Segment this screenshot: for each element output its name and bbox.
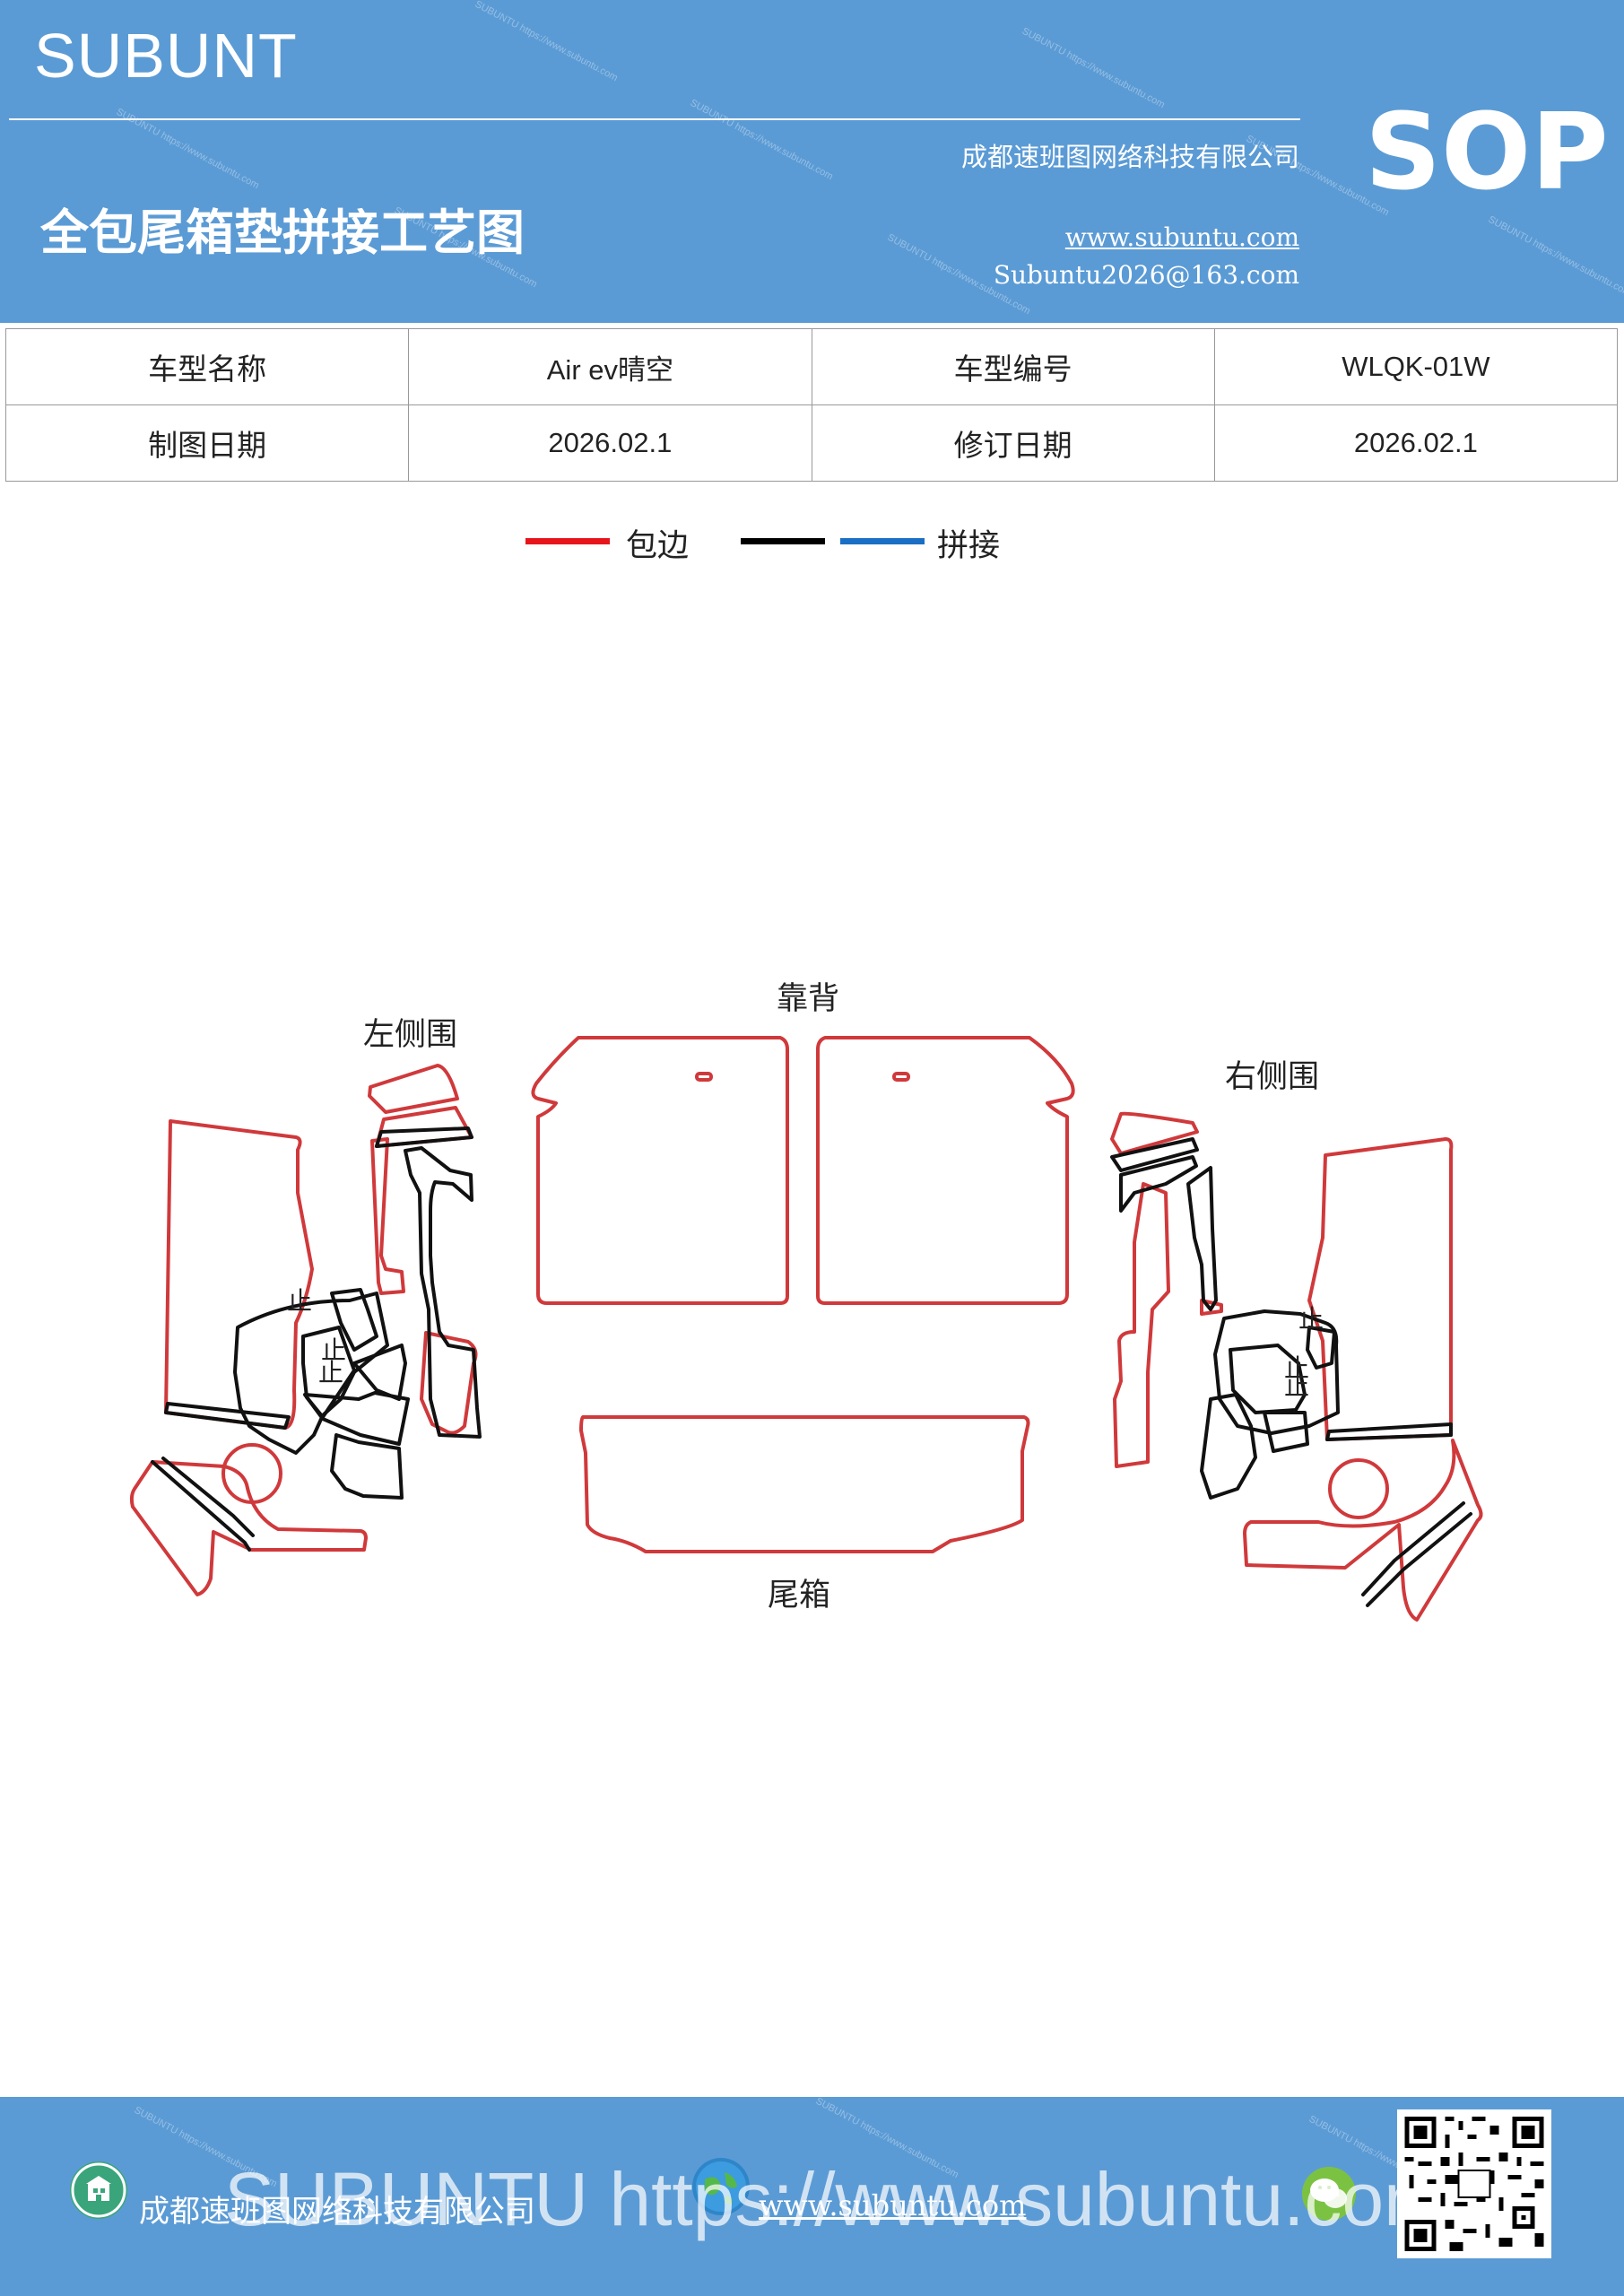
left-side-seam-inner-piece-c (330, 1288, 378, 1352)
model-code-value: WLQK-01W (1213, 328, 1619, 405)
stop-mark-left-3: 止 (318, 1358, 343, 1387)
trunk-floor-panel (579, 1415, 1030, 1553)
left-side-seam-bottom-strip (330, 1433, 404, 1500)
right-side-seam-top-2 (1119, 1155, 1198, 1213)
revise-date-value: 2026.02.1 (1213, 404, 1619, 482)
label-right-side-panel: 右侧围 (1225, 1059, 1320, 1095)
email-address: Subuntu2026@163.com (993, 260, 1299, 290)
right-side-lower-panel (1243, 1439, 1483, 1622)
left-side-seam-bottom (164, 1402, 291, 1430)
footer-company-name: 成都速班图网络科技有限公司 (139, 2194, 535, 2230)
building-icon (70, 2161, 127, 2219)
watermark-text: SUBUNTU https://www.subuntu.com (473, 0, 620, 84)
stop-mark-left-1: 止 (287, 1286, 312, 1316)
right-side-seam-inner-b (1213, 1309, 1340, 1435)
stop-mark-right-3: 止 (1284, 1371, 1309, 1401)
left-side-seam-inner-piece-e (352, 1344, 407, 1401)
left-side-connector-strip (370, 1137, 405, 1295)
watermark-text: SUBUNTU https://www.subuntu.com (688, 97, 835, 183)
left-side-seam-lower-diagonal (151, 1457, 255, 1552)
globe-icon (692, 2158, 750, 2215)
model-info-table: 车型名称 Air ev晴空 车型编号 WLQK-01W 制图日期 2026.02… (4, 328, 1619, 482)
revise-date-label: 修订日期 (811, 404, 1215, 482)
table-row: 制图日期 2026.02.1 修订日期 2026.02.1 (4, 404, 1619, 482)
left-side-seam-strip-2 (404, 1146, 482, 1439)
right-side-seam-inner-a (1186, 1166, 1218, 1311)
model-code-label: 车型编号 (811, 328, 1215, 405)
legend-swatch-seam (741, 538, 825, 544)
legend-swatch-splice (840, 538, 925, 544)
left-side-lower-panel (129, 1460, 368, 1596)
label-backrest: 靠背 (777, 981, 840, 1017)
right-side-top-flap (1110, 1111, 1199, 1155)
brand-logo-text: SUBUNT (34, 21, 298, 91)
mat-pattern-drawing: 止 止 止 止 止 止 (129, 1036, 1483, 1622)
right-side-seam-inner-d (1200, 1393, 1257, 1500)
right-side-connector-strip (1113, 1182, 1170, 1468)
backrest-left-hole (695, 1072, 713, 1082)
backrest-right-panel (816, 1036, 1075, 1305)
label-left-side-panel: 左侧围 (363, 1017, 458, 1053)
right-side-seam-inner-f (1306, 1326, 1336, 1370)
legend-label-splice: 拼接 (937, 528, 1001, 564)
watermark-text: SUBUNTU https://www.subuntu.com (1486, 213, 1624, 300)
legend-swatch-edge (525, 538, 610, 544)
left-side-top-flap (368, 1064, 459, 1114)
footer-watermark-text: SUBUNTU https://www.subuntu.com (224, 2157, 1447, 2241)
backrest-right-hole (892, 1072, 910, 1082)
header-banner: SUBUNTU https://www.subuntu.com SUBUNTU … (0, 0, 1624, 323)
right-side-seam-top-1 (1110, 1137, 1199, 1172)
legend: 包边 拼接 (0, 520, 1624, 574)
wechat-icon[interactable] (1302, 2167, 1356, 2221)
left-side-main-panel (164, 1119, 314, 1430)
draw-date-label: 制图日期 (4, 404, 410, 482)
left-side-wheel-hole (221, 1443, 282, 1504)
label-trunk: 尾箱 (768, 1578, 831, 1613)
left-side-lower-strip (420, 1331, 478, 1435)
watermark-text: SUBUNTU https://www.subuntu.com (1020, 25, 1167, 111)
footer-banner: SUBUNTU https://www.subuntu.com SUBUNTU … (0, 2097, 1624, 2296)
table-row: 车型名称 Air ev晴空 车型编号 WLQK-01W (4, 328, 1619, 405)
right-side-main-panel (1307, 1137, 1454, 1441)
company-name: 成都速班图网络科技有限公司 (960, 142, 1299, 172)
right-side-seam-inner-e (1263, 1411, 1309, 1453)
model-name-label: 车型名称 (4, 328, 410, 405)
header-divider (9, 118, 1300, 120)
right-side-seam-bottom (1325, 1422, 1453, 1441)
stop-mark-right-2: 止 (1284, 1353, 1309, 1383)
right-side-seam-lower-diagonal (1361, 1501, 1472, 1607)
left-side-seam-inner-piece-d (303, 1391, 410, 1446)
stop-mark-right-1: 止 (1298, 1304, 1324, 1334)
stop-mark-left-2: 止 (321, 1335, 346, 1365)
doc-code: SOP (1365, 90, 1609, 213)
website-link[interactable]: www.subuntu.com (1064, 222, 1299, 252)
model-name-value: Air ev晴空 (408, 328, 812, 405)
right-side-wheel-hole (1328, 1458, 1389, 1519)
left-side-seam-strip-1 (375, 1126, 473, 1148)
legend-label-edge: 包边 (626, 528, 690, 564)
page-title: 全包尾箱垫拼接工艺图 (40, 204, 525, 261)
backrest-left-panel (531, 1036, 789, 1305)
left-side-seam-inner-piece-a (233, 1292, 389, 1455)
footer-website-link[interactable]: www.subuntu.com (759, 2188, 1027, 2222)
qr-code[interactable] (1397, 2109, 1551, 2258)
draw-date-value: 2026.02.1 (408, 404, 812, 482)
